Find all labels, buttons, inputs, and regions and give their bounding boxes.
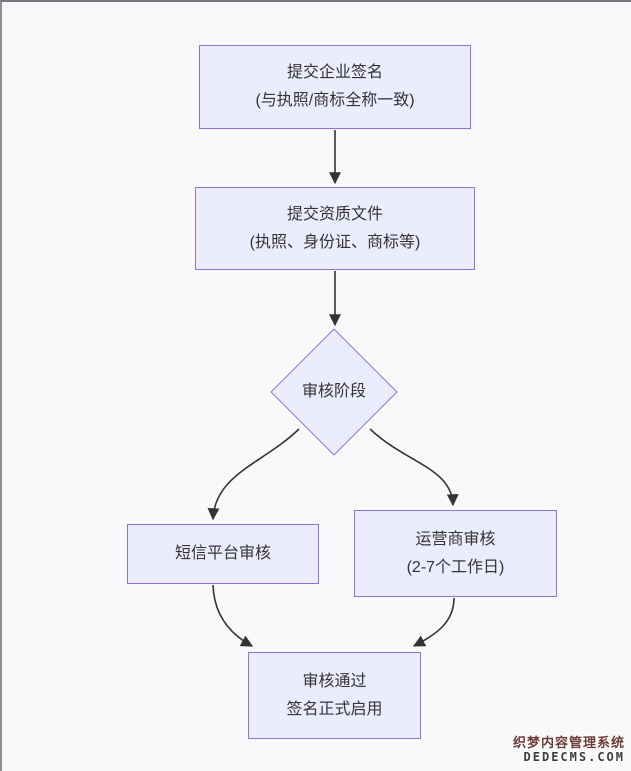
node-platform-review-label: 短信平台审核 [174,545,271,562]
edge-carrier-to-approved [412,597,455,647]
node-submit-signature-line2: (与执照/商标全称一致) [255,92,415,109]
node-submit-docs-line1: 提交资质文件 [286,205,383,223]
node-carrier-review-line1: 运营商审核 [415,530,496,548]
node-platform-review: 短信平台审核 [127,524,319,584]
node-carrier-review: 运营商审核 (2-7个工作日) [354,510,557,597]
edge-platform-to-approved [212,584,254,647]
node-approved-line1: 审核通过 [302,672,367,690]
node-review-stage-label: 审核阶段 [301,383,366,400]
watermark-chinese-text: 织梦内容管理系统 [512,734,625,750]
dedecms-watermark: 织梦内容管理系统 DEDECMS.COM [512,734,625,764]
node-carrier-review-line2: (2-7个工作日) [406,558,505,576]
edge-review-to-platform [207,428,300,521]
edge-review-to-carrier [369,428,459,507]
node-submit-docs: 提交资质文件 (执照、身份证、商标等) [195,187,475,270]
node-submit-docs-line2: (执照、身份证、商标等) [249,233,421,251]
node-approved-line2: 签名正式启用 [286,700,383,718]
node-submit-signature: 提交企业签名 (与执照/商标全称一致) [199,45,471,129]
node-approved: 审核通过 签名正式启用 [248,652,421,739]
node-submit-signature-line1: 提交企业签名 [286,64,383,81]
watermark-domain-text: DEDECMS.COM [523,749,625,764]
